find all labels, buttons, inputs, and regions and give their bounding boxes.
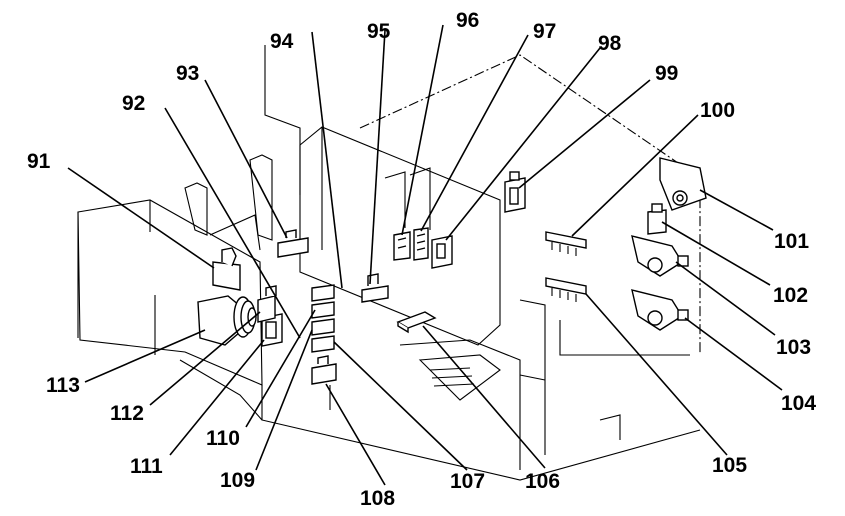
- part-113-clutch: [197, 295, 257, 346]
- part-104-solenoid: [631, 289, 689, 331]
- label-108: 108: [360, 487, 395, 510]
- part-93-sensor: [277, 229, 309, 258]
- label-107: 107: [450, 470, 485, 493]
- label-91: 91: [27, 150, 51, 173]
- label-103: 103: [776, 336, 811, 359]
- parts-107-110-sensor-stack: [311, 284, 335, 353]
- leader-lines: [67, 24, 783, 486]
- part-97-connector: [413, 227, 429, 261]
- part-91-harness-clamp: [212, 247, 241, 291]
- label-93: 93: [176, 62, 199, 85]
- machine-frame: [77, 45, 701, 481]
- part-95-sensor: [361, 273, 389, 303]
- part-111-switch: [261, 313, 283, 347]
- label-111: 111: [130, 455, 163, 478]
- callout-labels: 91 92 93 94 95 96 97 98 99 100 101 102 1…: [27, 9, 816, 510]
- label-100: 100: [700, 99, 735, 122]
- part-100-connector: [545, 231, 587, 256]
- part-99-switch: [504, 171, 526, 213]
- label-101: 101: [774, 230, 809, 253]
- label-110: 110: [206, 427, 240, 450]
- label-106: 106: [525, 470, 560, 493]
- label-104: 104: [781, 392, 816, 415]
- label-99: 99: [655, 62, 678, 85]
- label-92: 92: [122, 92, 145, 115]
- part-105-connector: [545, 277, 587, 302]
- part-108-sensor: [311, 355, 337, 385]
- label-94: 94: [270, 30, 294, 53]
- label-95: 95: [367, 20, 391, 43]
- label-97: 97: [533, 20, 556, 43]
- part-103-solenoid: [631, 235, 689, 277]
- label-113: 113: [46, 374, 80, 397]
- label-96: 96: [456, 9, 479, 32]
- part-102-switch: [647, 203, 667, 235]
- label-105: 105: [712, 454, 747, 477]
- part-98-switch: [431, 235, 453, 269]
- part-106-board: [396, 311, 437, 334]
- part-96-connector: [393, 231, 411, 261]
- label-102: 102: [773, 284, 808, 307]
- part-101-motor: [659, 157, 707, 211]
- label-109: 109: [220, 469, 255, 492]
- label-112: 112: [110, 402, 144, 425]
- label-98: 98: [598, 32, 622, 55]
